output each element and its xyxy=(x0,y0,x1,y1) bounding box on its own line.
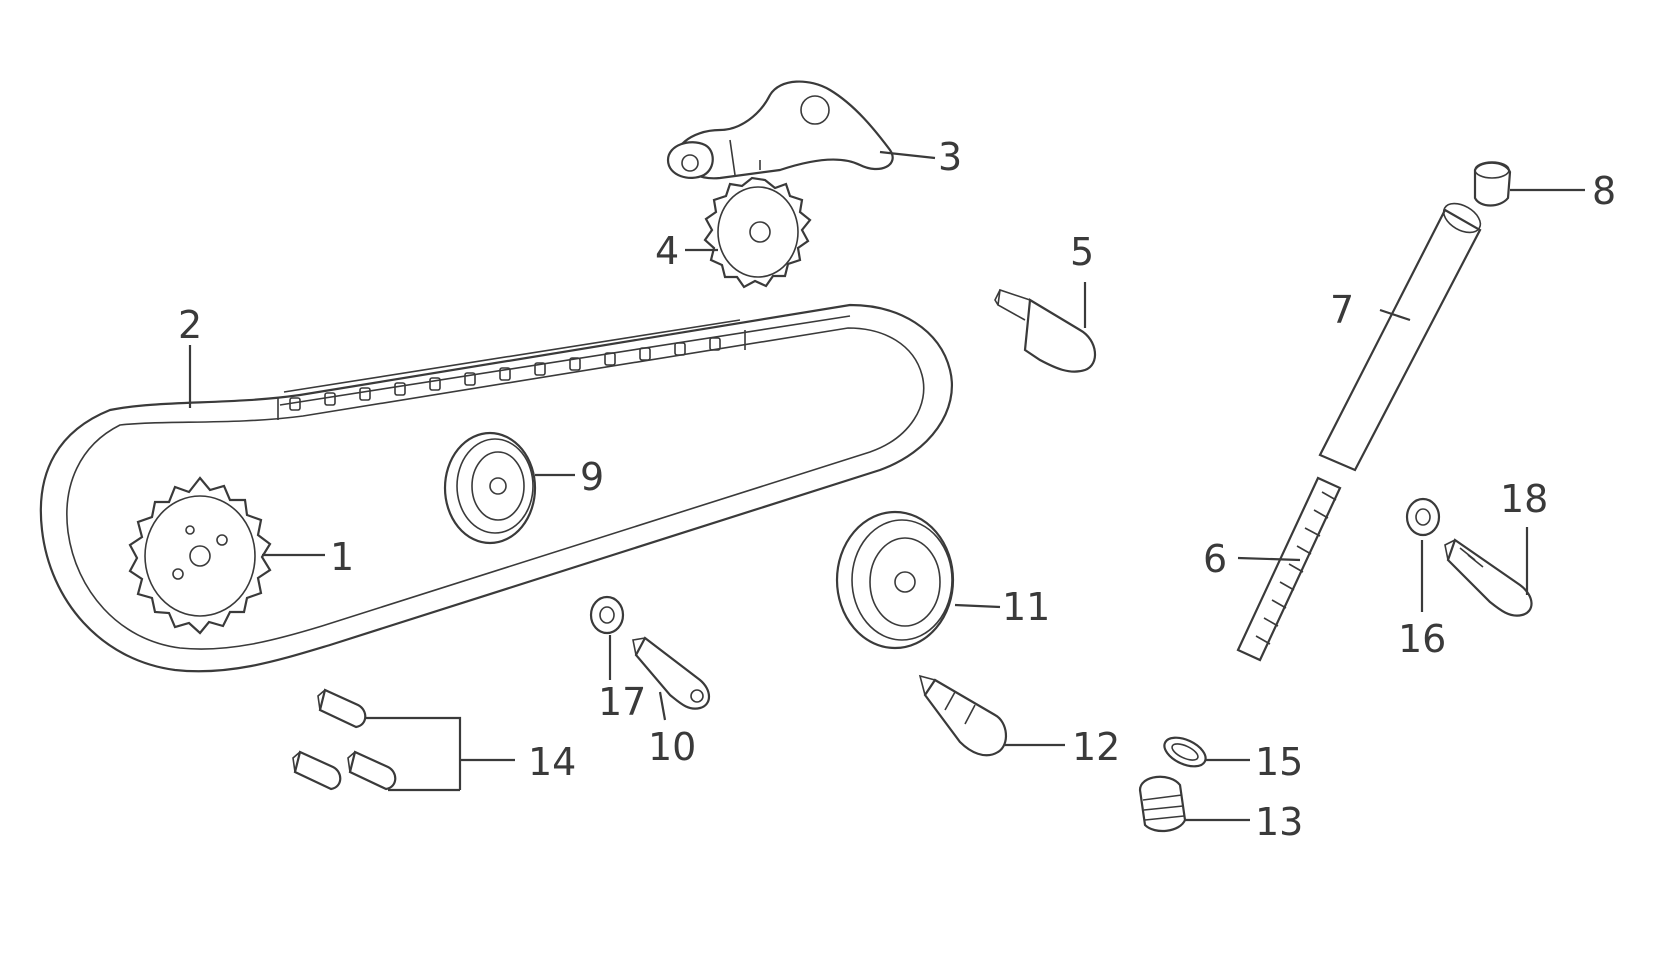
part-8-cap xyxy=(1473,161,1512,207)
callout-6: 6 xyxy=(1203,537,1227,581)
part-5-bolt xyxy=(994,288,1096,373)
part-15-o-ring xyxy=(1163,736,1207,768)
part-3-tensioner-arm xyxy=(666,80,894,180)
part-1-crank-sprocket xyxy=(128,476,272,635)
part-9-idler-pulley xyxy=(443,431,537,545)
part-12-pin xyxy=(918,674,1007,757)
callout-13: 13 xyxy=(1255,800,1303,844)
part-7-chain-guide xyxy=(1318,202,1482,472)
part-13-plug xyxy=(1138,775,1187,833)
callout-2: 2 xyxy=(178,303,202,347)
part-11-tensioner-pulley xyxy=(835,510,955,650)
leader-lines xyxy=(188,150,1585,822)
callout-12: 12 xyxy=(1072,725,1120,769)
part-14-dowel-pins xyxy=(292,688,397,791)
callout-7: 7 xyxy=(1330,288,1354,332)
part-4-cam-sprocket xyxy=(703,176,812,289)
part-6-spring xyxy=(1236,476,1342,662)
callout-11: 11 xyxy=(1002,585,1050,629)
part-16-washer xyxy=(1405,497,1441,537)
callout-15: 15 xyxy=(1255,740,1303,784)
part-17-washer xyxy=(589,595,625,635)
callout-3: 3 xyxy=(938,135,962,179)
callout-1: 1 xyxy=(330,535,354,579)
callout-18: 18 xyxy=(1500,477,1548,521)
part-10-bolt xyxy=(632,636,711,710)
part-18-bolt xyxy=(1444,538,1533,617)
callout-9: 9 xyxy=(580,455,604,499)
callout-10: 10 xyxy=(648,725,696,769)
callout-16: 16 xyxy=(1398,617,1446,661)
callout-17: 17 xyxy=(598,680,646,724)
callout-14: 14 xyxy=(528,740,576,784)
callout-4: 4 xyxy=(655,229,679,273)
callout-8: 8 xyxy=(1592,169,1616,213)
callout-5: 5 xyxy=(1070,230,1094,274)
callout-labels: 1 2 3 4 5 6 7 8 9 10 11 12 13 14 15 16 1… xyxy=(178,135,1616,844)
part-2-timing-chain xyxy=(39,303,953,673)
